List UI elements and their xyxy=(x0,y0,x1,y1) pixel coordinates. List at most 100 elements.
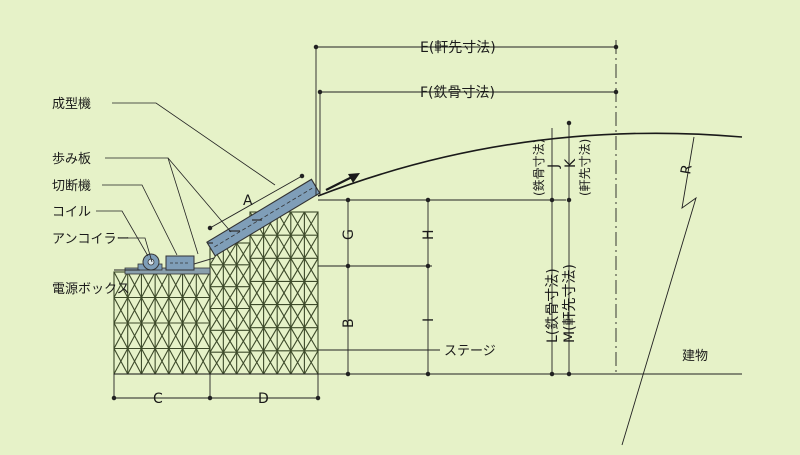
dim-C: C xyxy=(153,391,163,407)
scaffold-member xyxy=(263,234,278,259)
dim-A: A xyxy=(243,193,253,209)
scaffold-member xyxy=(290,304,305,328)
dim-M: M(軒先寸法) xyxy=(562,264,578,343)
scaffold-member xyxy=(249,234,265,259)
scaffold-member xyxy=(154,271,170,298)
text-labels: 成型機 歩み板 切断機 コイル アンコイラー 電源ボックス ステージ 建物 E(… xyxy=(52,40,708,407)
dim-K-note: (軒先寸法) xyxy=(578,139,592,196)
scaffold-member xyxy=(303,350,319,375)
scaffold-member xyxy=(195,297,211,324)
scaffold-member xyxy=(303,304,319,328)
scaffold-member xyxy=(127,348,142,375)
scaffold-member xyxy=(168,297,184,324)
scaffold-member xyxy=(236,242,251,266)
scaffold-member xyxy=(276,350,292,375)
scaffold-member xyxy=(303,281,319,305)
scaffold-member xyxy=(276,234,292,259)
scaffold-member xyxy=(222,286,238,309)
scaffold-member xyxy=(263,304,278,328)
scaffold-member xyxy=(154,297,170,324)
scaffold-member xyxy=(182,322,197,349)
scaffold-member xyxy=(290,234,305,259)
scaffold-member xyxy=(236,308,251,331)
scaffold-member xyxy=(303,234,319,259)
scaffold-member xyxy=(249,304,265,328)
dimension-lines xyxy=(111,40,697,446)
scaffold-member xyxy=(113,271,129,298)
leader-cutter xyxy=(102,184,178,256)
machines xyxy=(124,178,321,275)
roof-curve xyxy=(317,132,743,197)
scaffold-member xyxy=(113,348,129,375)
scaffold-member xyxy=(236,264,251,287)
scaffold-member xyxy=(140,271,156,298)
scaffold-member xyxy=(209,308,224,331)
scaffold-member xyxy=(154,322,170,349)
scaffold-member xyxy=(276,211,292,236)
scaffold-member xyxy=(222,351,238,375)
label-stage: ステージ xyxy=(444,344,496,359)
scaffold-member xyxy=(249,258,265,282)
scaffold-member xyxy=(303,258,319,282)
scaffold-member xyxy=(276,327,292,352)
scaffold-member xyxy=(276,304,292,328)
leader-walkway-2 xyxy=(167,157,232,233)
scaffold-member xyxy=(195,348,211,375)
scaffold-member xyxy=(249,350,265,375)
scaffold-member xyxy=(276,281,292,305)
dim-E: E(軒先寸法) xyxy=(420,40,496,56)
scaffold-member xyxy=(209,264,224,287)
label-power-box: 電源ボックス xyxy=(52,282,130,297)
dim-J-note: (鉄骨寸法) xyxy=(531,139,546,196)
label-uncoiler: アンコイラー xyxy=(52,232,129,247)
scaffold-member xyxy=(195,271,211,298)
scaffold-member xyxy=(182,297,197,324)
dim-F: F(鉄骨寸法) xyxy=(420,85,495,101)
dim-G: G xyxy=(341,229,357,240)
panel-feed xyxy=(193,257,215,265)
scaffold-member xyxy=(276,258,292,282)
scaffold-member xyxy=(113,297,129,324)
label-forming-machine: 成型機 xyxy=(52,97,91,112)
dim-H: H xyxy=(421,229,437,240)
leader-coil xyxy=(96,210,149,257)
dim-I: I xyxy=(421,318,437,322)
scaffold-member xyxy=(236,286,251,309)
label-building: 建物 xyxy=(682,349,708,364)
scaffold-member xyxy=(263,350,278,375)
scaffold-member xyxy=(290,327,305,352)
scaffold-member xyxy=(168,348,184,375)
dim-R: R xyxy=(678,163,695,176)
scaffold-member xyxy=(127,271,142,298)
scaffold-member xyxy=(182,348,197,375)
scaffold-member xyxy=(263,258,278,282)
scaffold-member xyxy=(140,322,156,349)
scaffold-member xyxy=(263,281,278,305)
walkway xyxy=(207,219,262,244)
leader-uncoiler xyxy=(125,237,153,263)
scaffold-member xyxy=(222,308,238,331)
scaffold-member xyxy=(154,348,170,375)
scaffold-member xyxy=(127,322,142,349)
feed-direction-arrow xyxy=(325,173,360,191)
dim-D: D xyxy=(258,391,269,407)
scaffold-member xyxy=(168,271,184,298)
leader-forming-machine xyxy=(112,102,276,186)
scaffold-member xyxy=(290,258,305,282)
scaffold-member xyxy=(290,211,305,236)
scaffold-member xyxy=(222,330,238,353)
dim-B: B xyxy=(341,318,357,328)
dim-J: J xyxy=(546,164,562,169)
scaffold-member xyxy=(236,351,251,375)
dim-L: L(鉄骨寸法) xyxy=(545,268,561,343)
scaffold-member xyxy=(168,322,184,349)
scaffold-member xyxy=(290,281,305,305)
scaffold-member xyxy=(303,327,319,352)
scaffold-member xyxy=(249,281,265,305)
scaffold-member xyxy=(140,297,156,324)
scaffold-member xyxy=(195,322,211,349)
scaffold-member xyxy=(303,211,319,236)
label-cutter: 切断機 xyxy=(52,179,91,194)
